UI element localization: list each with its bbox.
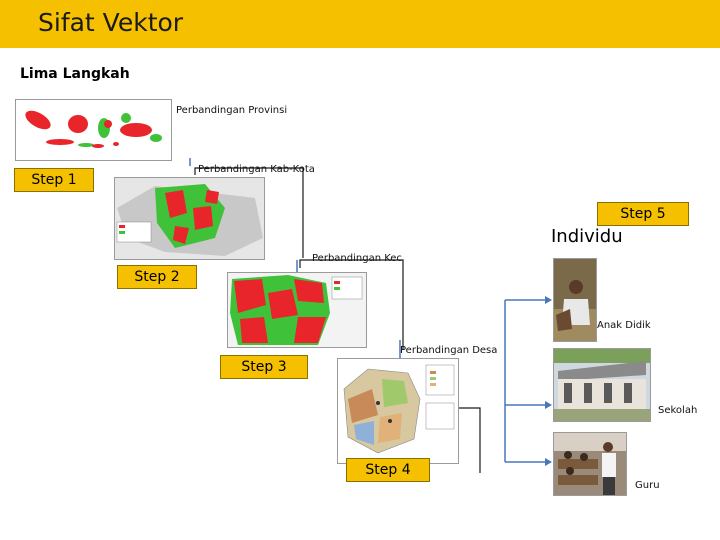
indonesia-map-icon bbox=[15, 99, 172, 161]
step-3-label: Step 3 bbox=[220, 355, 308, 379]
step-1-label: Step 1 bbox=[14, 168, 94, 192]
arrow-anak-didik bbox=[545, 296, 552, 304]
kab-kota-map-icon bbox=[114, 177, 265, 260]
desa-map-icon bbox=[337, 358, 459, 464]
individu-label: Individu bbox=[551, 226, 623, 247]
step-5-label: Step 5 bbox=[597, 202, 689, 226]
school-photo-icon bbox=[553, 348, 651, 422]
student-photo-icon bbox=[553, 258, 597, 342]
caption-guru: Guru bbox=[635, 480, 660, 491]
caption-kecamatan: Perbandingan Kec bbox=[312, 253, 402, 264]
caption-kab-kota: Perbandingan Kab-Kota bbox=[198, 164, 315, 175]
arrow-sekolah bbox=[545, 401, 552, 409]
teacher-photo-icon bbox=[553, 432, 627, 496]
arrow-guru bbox=[545, 458, 552, 466]
caption-sekolah: Sekolah bbox=[658, 405, 697, 416]
kecamatan-map-icon bbox=[227, 272, 367, 348]
connector-elbow-3 bbox=[458, 408, 480, 473]
step-4-label: Step 4 bbox=[346, 458, 430, 482]
caption-desa: Perbandingan Desa bbox=[400, 345, 497, 356]
caption-provinsi: Perbandingan Provinsi bbox=[176, 105, 287, 116]
caption-anak-didik: Anak Didik bbox=[597, 320, 651, 331]
step-2-label: Step 2 bbox=[117, 265, 197, 289]
